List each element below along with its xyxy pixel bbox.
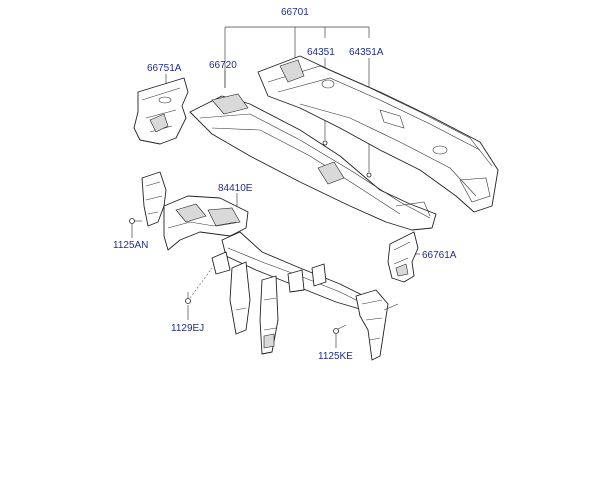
label-1129ej: 1129EJ (171, 323, 204, 334)
label-1125ke: 1125KE (318, 351, 353, 362)
panel-66751a (133, 77, 189, 145)
bolt-1129ej (185, 292, 191, 304)
label-66761a: 66761A (422, 250, 457, 261)
label-64351a: 64351A (349, 47, 384, 58)
fastener-64351 (322, 140, 328, 146)
leader-dashed (189, 267, 213, 299)
panel-66761a (387, 231, 419, 283)
label-66701: 66701 (281, 7, 309, 18)
part-labels: 66701 64351 64351A 66751A 66720 84410E 1… (113, 7, 457, 362)
bolt-1125ke (333, 324, 347, 334)
beam-84410e (141, 171, 399, 361)
label-66751a: 66751A (147, 63, 182, 74)
fastener-64351a (366, 172, 372, 178)
leader-66701 (224, 26, 370, 88)
bolt-1125an (129, 218, 142, 224)
label-1125an: 1125AN (113, 240, 148, 251)
panel-66720-cowl (189, 55, 499, 231)
label-64351: 64351 (307, 47, 335, 58)
label-84410e: 84410E (218, 183, 253, 194)
label-66720: 66720 (209, 60, 237, 71)
